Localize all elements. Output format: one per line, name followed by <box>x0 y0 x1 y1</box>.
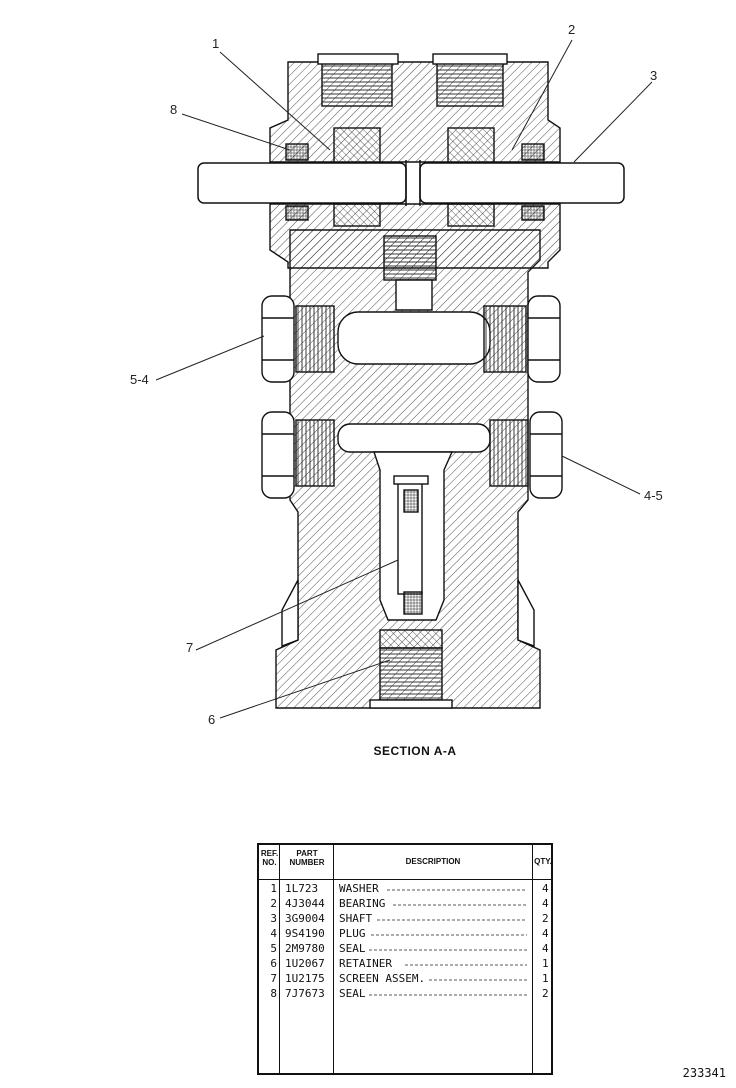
ref-no: 4 <box>270 927 277 940</box>
part-number: 2M9780 <box>285 942 325 955</box>
ref-no: 8 <box>270 987 277 1000</box>
part-number: 1L723 <box>285 882 319 895</box>
description: SEAL <box>339 987 366 1000</box>
description: SCREEN ASSEM. <box>339 972 426 985</box>
part-number: 4J3044 <box>285 897 325 910</box>
table-row: 6 1U2067 RETAINER 1 <box>259 956 551 971</box>
table-row: 5 2M9780 SEAL 4 <box>259 941 551 956</box>
table-row: 1 1L723 WASHER 4 <box>259 881 551 896</box>
quantity: 1 <box>542 957 549 970</box>
table-row: 4 9S4190 PLUG 4 <box>259 926 551 941</box>
quantity: 4 <box>542 882 549 895</box>
ref-no: 2 <box>270 897 277 910</box>
description: RETAINER <box>339 957 392 970</box>
header-desc: DESCRIPTION <box>405 857 461 866</box>
callout-4-5: 4-5 <box>644 488 663 503</box>
description: SHAFT <box>339 912 373 925</box>
plug-upper-right <box>483 295 561 383</box>
part-number: 1U2067 <box>285 957 325 970</box>
figure-number: 233341 <box>682 1066 726 1080</box>
quantity: 4 <box>542 927 549 940</box>
table-row: 7 1U2175 SCREEN ASSEM. 1 <box>259 971 551 986</box>
callout-3: 3 <box>650 68 658 83</box>
callout-6: 6 <box>208 712 216 727</box>
ref-no: 7 <box>270 972 277 985</box>
quantity: 4 <box>542 897 549 910</box>
quantity: 2 <box>542 912 549 925</box>
part-number: 3G9004 <box>285 912 325 925</box>
callout-8: 8 <box>170 102 178 117</box>
part-number: 7J7673 <box>285 987 325 1000</box>
callout-7: 7 <box>186 640 194 655</box>
parts-table: REF. NO. PART NUMBER DESCRIPTION QTY. 1 … <box>257 843 553 1075</box>
quantity: 2 <box>542 987 549 1000</box>
shaft <box>197 160 625 206</box>
ref-no: 3 <box>270 912 277 925</box>
valve-body <box>275 229 541 709</box>
plug-upper-left <box>261 295 335 383</box>
description: SEAL <box>339 942 366 955</box>
leader-lines <box>155 39 653 719</box>
top-housing <box>269 53 561 165</box>
description: PLUG <box>339 927 366 940</box>
description: WASHER <box>339 882 379 895</box>
callout-1: 1 <box>212 36 220 51</box>
table-row: 8 7J7673 SEAL 2 <box>259 986 551 1001</box>
description: BEARING <box>339 897 386 910</box>
section-label: SECTION A-A <box>373 744 457 758</box>
table-row: 3 3G9004 SHAFT 2 <box>259 911 551 926</box>
dash-leaders <box>369 889 527 996</box>
header-part: PART NUMBER <box>289 849 325 867</box>
part-number: 1U2175 <box>285 972 325 985</box>
callout-5-4: 5-4 <box>130 372 149 387</box>
callout-2: 2 <box>568 22 576 37</box>
part-number: 9S4190 <box>285 927 325 940</box>
ref-no: 6 <box>270 957 277 970</box>
table-row: 2 4J3044 BEARING 4 <box>259 896 551 911</box>
ref-no: 1 <box>270 882 277 895</box>
quantity: 1 <box>542 972 549 985</box>
quantity: 4 <box>542 942 549 955</box>
header-ref: REF. NO. <box>260 849 279 867</box>
plug-lower-right <box>489 411 563 499</box>
plug-lower-left <box>261 411 335 499</box>
header-qty: QTY. <box>534 857 552 866</box>
ref-no: 5 <box>270 942 277 955</box>
